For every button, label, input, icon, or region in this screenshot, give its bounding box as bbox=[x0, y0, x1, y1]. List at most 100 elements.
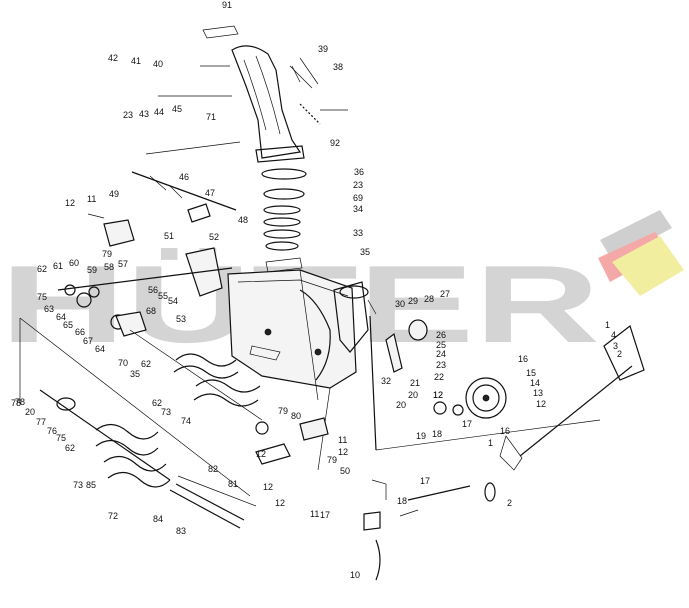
callout-17: 17 bbox=[420, 476, 430, 486]
callout-46: 46 bbox=[179, 172, 189, 182]
callout-56: 56 bbox=[148, 285, 158, 295]
callout-12: 12 bbox=[263, 482, 273, 492]
logo-yellow-block bbox=[612, 236, 684, 296]
callout-26: 26 bbox=[436, 330, 446, 340]
callout-79: 79 bbox=[327, 455, 337, 465]
callout-62: 62 bbox=[37, 264, 47, 274]
callout-50: 50 bbox=[340, 466, 350, 476]
callout-18: 18 bbox=[397, 496, 407, 506]
scraper-bar bbox=[169, 475, 257, 529]
callout-12: 12 bbox=[256, 449, 266, 459]
callout-48: 48 bbox=[238, 215, 248, 225]
lower-linkage bbox=[363, 479, 496, 581]
callout-79: 79 bbox=[102, 249, 112, 259]
callout-41: 41 bbox=[131, 56, 141, 66]
callout-12: 12 bbox=[433, 390, 443, 400]
logo-gray-arc bbox=[600, 210, 672, 260]
callout-16: 16 bbox=[500, 426, 510, 436]
callout-28: 28 bbox=[424, 294, 434, 304]
callout-23: 23 bbox=[123, 110, 133, 120]
callout-12: 12 bbox=[338, 447, 348, 457]
callout-20: 20 bbox=[25, 407, 35, 417]
callout-35: 35 bbox=[360, 247, 370, 257]
callout-80: 80 bbox=[291, 411, 301, 421]
callout-20: 20 bbox=[408, 390, 418, 400]
callout-53: 53 bbox=[176, 314, 186, 324]
callout-12: 12 bbox=[275, 498, 285, 508]
callout-19: 19 bbox=[416, 431, 426, 441]
watermark-logo bbox=[598, 210, 684, 296]
callout-77: 77 bbox=[36, 417, 46, 427]
callout-75: 75 bbox=[56, 433, 66, 443]
callout-1: 1 bbox=[605, 320, 610, 330]
skid-shoe bbox=[255, 417, 329, 465]
callout-29: 29 bbox=[408, 296, 418, 306]
callout-47: 47 bbox=[205, 188, 215, 198]
callout-10: 10 bbox=[350, 570, 360, 580]
ring-stack bbox=[261, 168, 307, 273]
callout-11: 11 bbox=[338, 435, 347, 445]
callout-54: 54 bbox=[168, 296, 178, 306]
callout-71: 71 bbox=[206, 112, 216, 122]
auger-housing bbox=[227, 269, 369, 471]
callout-38: 38 bbox=[333, 62, 343, 72]
callout-78: 78 bbox=[11, 398, 21, 408]
callout-18: 18 bbox=[432, 429, 442, 439]
callout-58: 58 bbox=[104, 262, 114, 272]
callout-33: 33 bbox=[353, 228, 363, 238]
drive-pulley-assembly bbox=[367, 299, 645, 471]
chute-assembly bbox=[145, 25, 348, 163]
left-auger bbox=[57, 267, 263, 421]
callout-17: 17 bbox=[462, 419, 472, 429]
callout-81: 81 bbox=[228, 479, 238, 489]
callout-2: 2 bbox=[617, 349, 622, 359]
callout-82: 82 bbox=[208, 464, 218, 474]
callout-3: 3 bbox=[613, 341, 618, 351]
callout-60: 60 bbox=[69, 258, 79, 268]
callout-21: 21 bbox=[410, 378, 420, 388]
callout-85: 85 bbox=[86, 480, 96, 490]
callout-23: 23 bbox=[436, 360, 446, 370]
callout-39: 39 bbox=[318, 44, 328, 54]
callout-20: 20 bbox=[396, 400, 406, 410]
callout-78: 78 bbox=[15, 397, 25, 407]
callout-52: 52 bbox=[209, 232, 219, 242]
callout-55: 55 bbox=[158, 291, 168, 301]
callout-69: 69 bbox=[353, 193, 363, 203]
callout-84: 84 bbox=[153, 514, 163, 524]
callout-25: 25 bbox=[436, 340, 446, 350]
callout-32: 32 bbox=[381, 376, 391, 386]
upper-shaft bbox=[131, 171, 237, 223]
callout-74: 74 bbox=[181, 416, 191, 426]
callout-49: 49 bbox=[109, 189, 119, 199]
callout-57: 57 bbox=[118, 259, 128, 269]
callout-4: 4 bbox=[611, 330, 616, 340]
callout-24: 24 bbox=[436, 349, 446, 359]
callout-75: 75 bbox=[37, 292, 47, 302]
callout-12: 12 bbox=[536, 399, 546, 409]
callout-16: 16 bbox=[518, 354, 528, 364]
callout-14: 14 bbox=[530, 378, 540, 388]
callout-62: 62 bbox=[141, 359, 151, 369]
callout-11: 11 bbox=[310, 509, 319, 519]
callout-68: 68 bbox=[146, 306, 156, 316]
callout-36: 36 bbox=[354, 167, 364, 177]
callout-59: 59 bbox=[87, 265, 97, 275]
callout-62: 62 bbox=[65, 443, 75, 453]
callout-17: 17 bbox=[320, 510, 330, 520]
callout-11: 11 bbox=[87, 194, 96, 204]
callout-70: 70 bbox=[118, 358, 128, 368]
callout-62: 62 bbox=[152, 398, 162, 408]
callout-64: 64 bbox=[56, 312, 66, 322]
callout-12: 12 bbox=[433, 390, 443, 400]
callout-63: 63 bbox=[44, 304, 54, 314]
callout-15: 15 bbox=[526, 368, 536, 378]
callout-92: 92 bbox=[330, 138, 340, 148]
callout-27: 27 bbox=[440, 289, 450, 299]
callout-45: 45 bbox=[172, 104, 182, 114]
callout-72: 72 bbox=[108, 511, 118, 521]
callout-61: 61 bbox=[53, 261, 63, 271]
